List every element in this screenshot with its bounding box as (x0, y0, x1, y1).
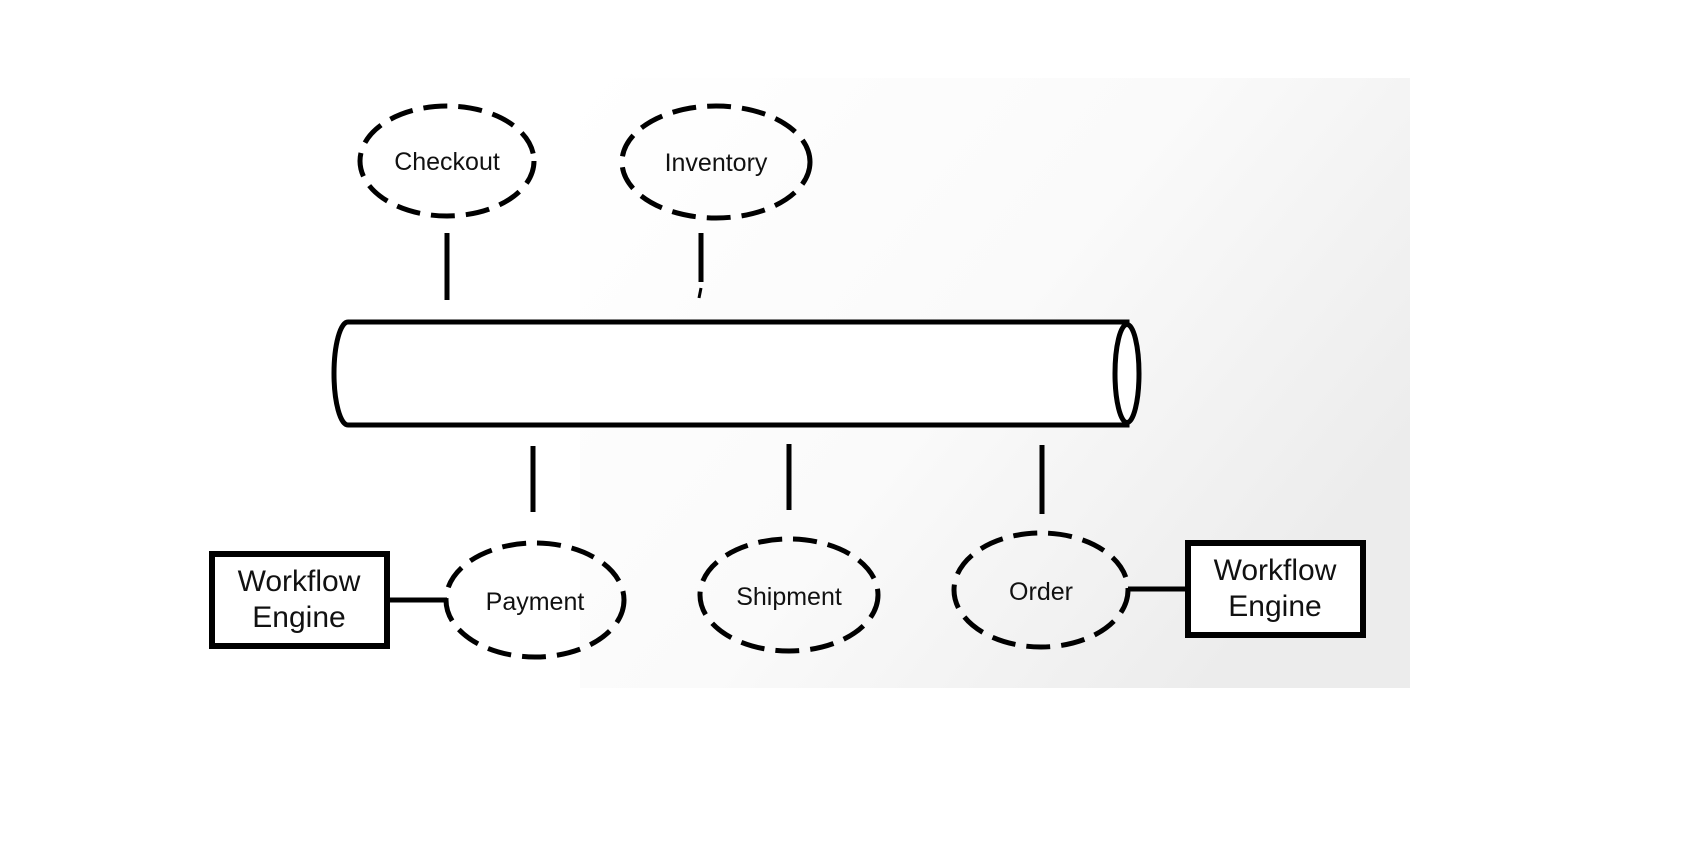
workflow-engine-left-line-2: Engine (252, 601, 345, 634)
workflow-engine-left-line-1: Workflow (238, 565, 361, 598)
workflow-engine-right-line-2: Engine (1228, 590, 1321, 623)
service-checkout: Checkout (357, 103, 537, 219)
workflow-engine-right-box (1185, 540, 1366, 638)
message-bus-end-cap (1112, 322, 1142, 425)
service-shipment-label: Shipment (736, 583, 842, 611)
service-order-label: Order (1009, 578, 1073, 606)
workflow-engine-right-line-1: Workflow (1214, 554, 1337, 587)
message-bus-body (331, 319, 1130, 428)
service-checkout-shape (357, 103, 537, 219)
workflow-engine-left-box (209, 551, 390, 649)
message-bus (331, 319, 1142, 428)
inventory-connector-tail (697, 287, 703, 299)
service-inventory-shape (619, 103, 813, 221)
workflow-engine-right: Workflow Engine (1185, 540, 1366, 638)
service-checkout-label: Checkout (394, 148, 500, 176)
service-shipment-shape (697, 536, 881, 654)
service-inventory-label: Inventory (665, 149, 768, 177)
service-payment-label: Payment (486, 588, 585, 616)
service-inventory: Inventory (619, 103, 813, 221)
service-shipment: Shipment (697, 536, 881, 654)
workflow-engine-left: Workflow Engine (209, 551, 390, 649)
